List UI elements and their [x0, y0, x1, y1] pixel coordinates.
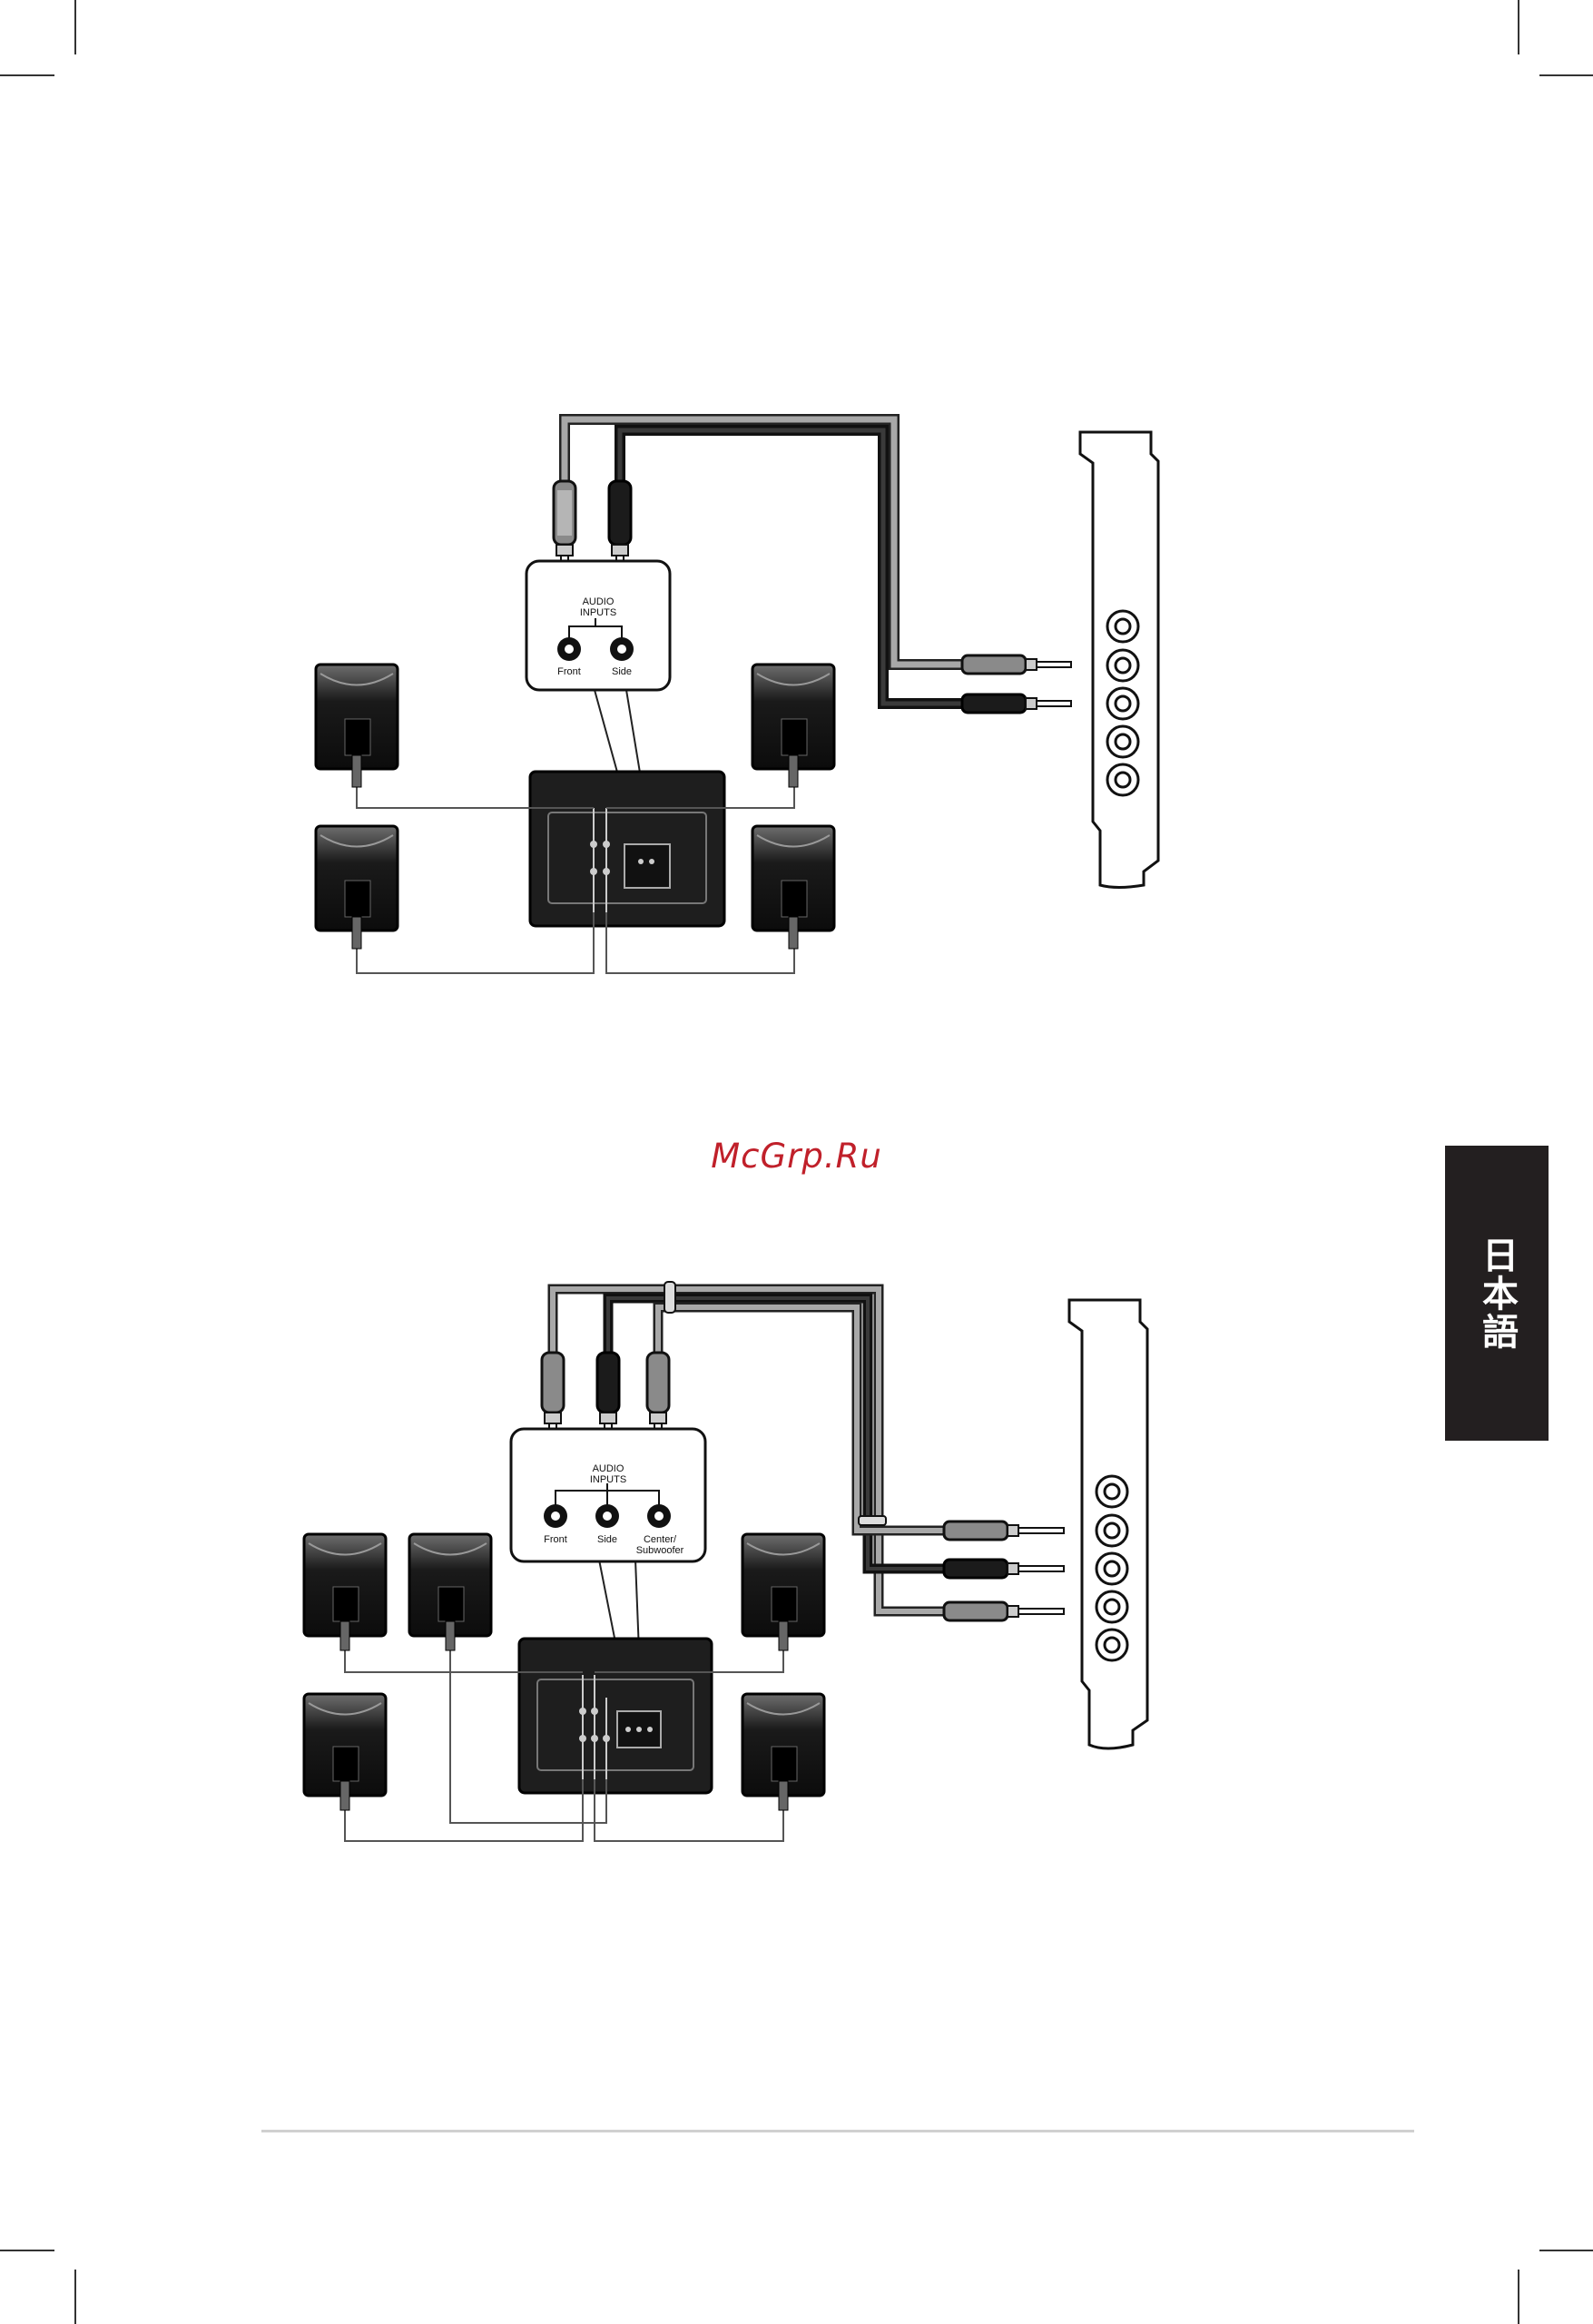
speaker-front-right-b [742, 1534, 824, 1650]
crop-mark [1539, 2250, 1593, 2251]
card-plug-b1 [944, 1521, 1064, 1540]
bottom-jack-label-front: Front [528, 1534, 583, 1545]
top-jack-label-front: Front [542, 666, 596, 677]
crop-mark [74, 2270, 76, 2324]
speaker-front-left [316, 665, 398, 787]
subwoofer-b [519, 1639, 712, 1793]
top-jack-label-side: Side [595, 666, 649, 677]
sound-card-bracket [1080, 432, 1158, 888]
subwoofer [530, 772, 724, 926]
language-tab-label: 日本語 [1470, 1236, 1523, 1351]
speaker-side-right [752, 826, 834, 949]
bottom-panel-title: AUDIO INPUTS [554, 1463, 663, 1485]
speaker-side-left [316, 826, 398, 949]
speaker-side-right-b [742, 1694, 824, 1810]
speaker-front-right [752, 665, 834, 787]
speaker-center-b [409, 1534, 491, 1650]
card-plug-gray [962, 655, 1071, 674]
speaker-front-left-b [304, 1534, 386, 1650]
top-panel-title: AUDIO INPUTS [545, 596, 652, 618]
speaker-side-left-b [304, 1694, 386, 1810]
card-plug-b2 [944, 1560, 1064, 1578]
crop-mark [1518, 2270, 1519, 2324]
language-tab: 日本語 [1445, 1146, 1549, 1441]
footer-rule [261, 2130, 1414, 2132]
diagram-top [0, 0, 1593, 1071]
card-plug-b3 [944, 1602, 1064, 1620]
card-plug-black [962, 694, 1071, 713]
crop-mark [0, 2250, 54, 2251]
diagram-bottom [0, 1253, 1593, 1888]
bottom-jack-label-side: Side [580, 1534, 634, 1545]
sound-card-bracket-b [1069, 1300, 1147, 1748]
watermark: McGrp.Ru [0, 1137, 1593, 1176]
bottom-jack-label-center: Center/ Subwoofer [628, 1534, 692, 1556]
